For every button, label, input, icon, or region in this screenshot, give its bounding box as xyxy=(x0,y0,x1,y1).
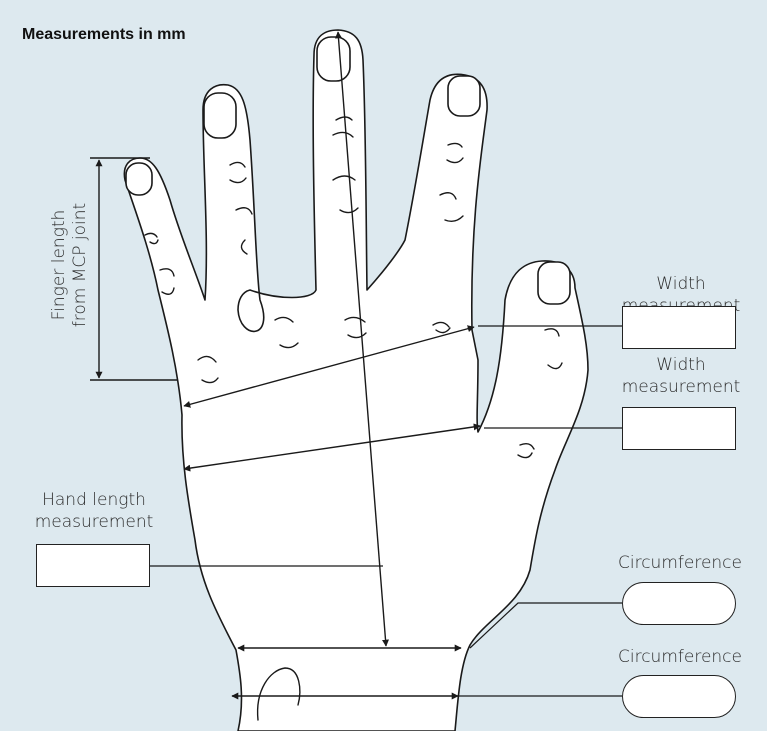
hand-length-label: Hand length measurement xyxy=(14,489,174,533)
circumference-label-lower: Circumference xyxy=(600,646,760,668)
width-label-lower: Width measurement xyxy=(610,354,752,398)
ring-nail xyxy=(204,93,236,138)
circumference-label-upper: Circumference xyxy=(600,552,760,574)
hand-length-measurement-box[interactable] xyxy=(36,544,150,587)
page-title: Measurements in mm xyxy=(22,24,186,46)
width-measurement-box-upper[interactable] xyxy=(622,306,736,349)
circumference-box-lower[interactable] xyxy=(622,675,736,718)
pinky-nail xyxy=(126,163,152,195)
finger-length-label: Finger length from MCP joint xyxy=(49,165,91,365)
middle-nail xyxy=(317,37,350,81)
thumb-nail xyxy=(538,262,570,304)
width-measurement-box-lower[interactable] xyxy=(622,407,736,450)
circumference-box-upper[interactable] xyxy=(622,582,736,625)
index-nail xyxy=(448,76,480,116)
hand-outline xyxy=(124,30,588,731)
